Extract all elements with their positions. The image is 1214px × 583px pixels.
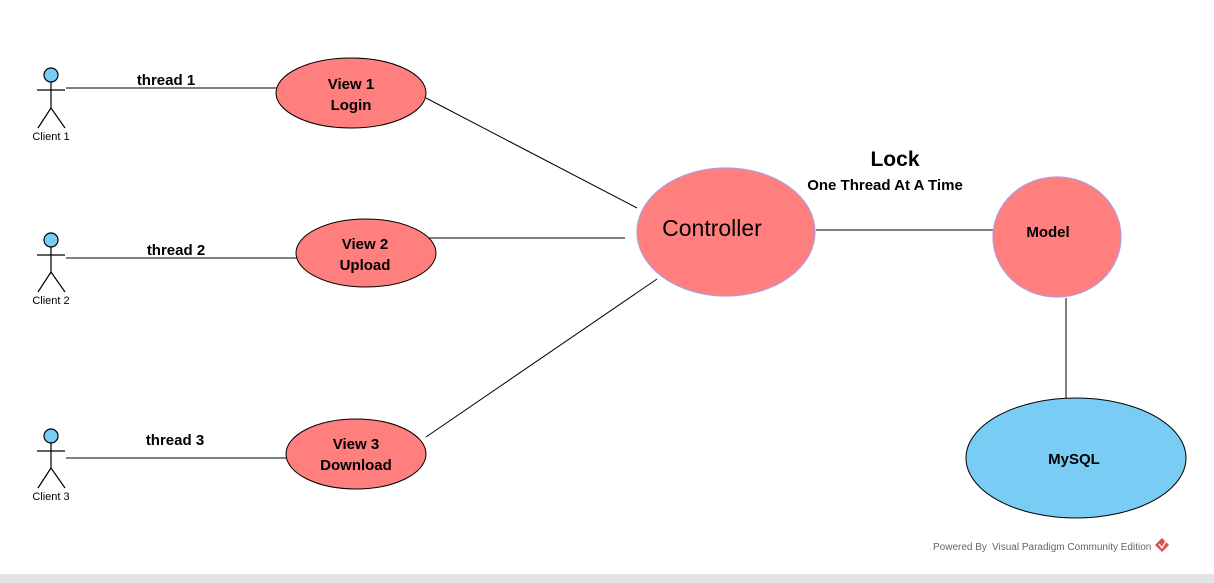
- edge-view3-controller: [425, 278, 658, 438]
- actor-right-leg: [50, 107, 66, 129]
- footer-powered-by: Powered By: [933, 542, 987, 553]
- actor-left-leg: [37, 271, 52, 293]
- view-label-line1: View 2: [342, 236, 388, 253]
- actor-client-1[interactable]: Client 1: [32, 67, 70, 143]
- actor-head-icon: [43, 428, 59, 444]
- view-ellipse: [275, 57, 427, 129]
- actor-label: Client 1: [32, 131, 69, 143]
- lock-title: Lock: [870, 148, 919, 171]
- thread-label-1: thread 1: [137, 72, 195, 89]
- view-ellipse: [285, 418, 427, 490]
- model-label: Model: [1026, 224, 1069, 241]
- model-ellipse: [992, 176, 1122, 298]
- controller-ellipse: [636, 167, 816, 297]
- view-label-line1: View 3: [333, 436, 379, 453]
- actor-left-leg: [37, 107, 52, 129]
- thread-label-3: thread 3: [146, 432, 204, 449]
- view-ellipse: [295, 218, 437, 288]
- use-case-view-1[interactable]: View 1 Login: [275, 57, 427, 129]
- logo-diamond: [1155, 538, 1169, 552]
- edge-view1-controller: [425, 97, 638, 209]
- lock-subtitle: One Thread At A Time: [807, 177, 963, 194]
- actor-head-icon: [43, 232, 59, 248]
- bottom-scrollbar-track: [0, 574, 1214, 583]
- actor-head-icon: [43, 67, 59, 83]
- view-label-line2: Download: [320, 457, 392, 474]
- view-label-line1: View 1: [328, 76, 374, 93]
- controller-node[interactable]: Controller: [636, 167, 816, 297]
- thread-label-2: thread 2: [147, 242, 205, 259]
- actor-right-leg: [50, 271, 66, 293]
- actor-label: Client 2: [32, 295, 69, 307]
- actor-left-leg: [37, 467, 52, 489]
- footer-product: Visual Paradigm Community Edition: [992, 542, 1151, 553]
- model-node[interactable]: Model: [992, 176, 1122, 298]
- use-case-view-2[interactable]: View 2 Upload: [295, 218, 437, 288]
- view-label-line2: Login: [331, 97, 372, 114]
- actor-client-3[interactable]: Client 3: [32, 428, 70, 503]
- actor-right-leg: [50, 467, 66, 489]
- actor-label: Client 3: [32, 491, 69, 503]
- database-label: MySQL: [1048, 451, 1100, 468]
- controller-label: Controller: [662, 215, 762, 241]
- logo-check: [1158, 540, 1167, 550]
- database-ellipse: [965, 397, 1187, 519]
- actor-client-2[interactable]: Client 2: [32, 232, 70, 307]
- view-label-line2: Upload: [340, 257, 391, 274]
- use-case-view-3[interactable]: View 3 Download: [285, 418, 427, 490]
- database-node[interactable]: MySQL: [965, 397, 1187, 519]
- visual-paradigm-logo-icon: [1155, 538, 1169, 552]
- footer-watermark: Powered By Visual Paradigm Community Edi…: [933, 538, 1169, 553]
